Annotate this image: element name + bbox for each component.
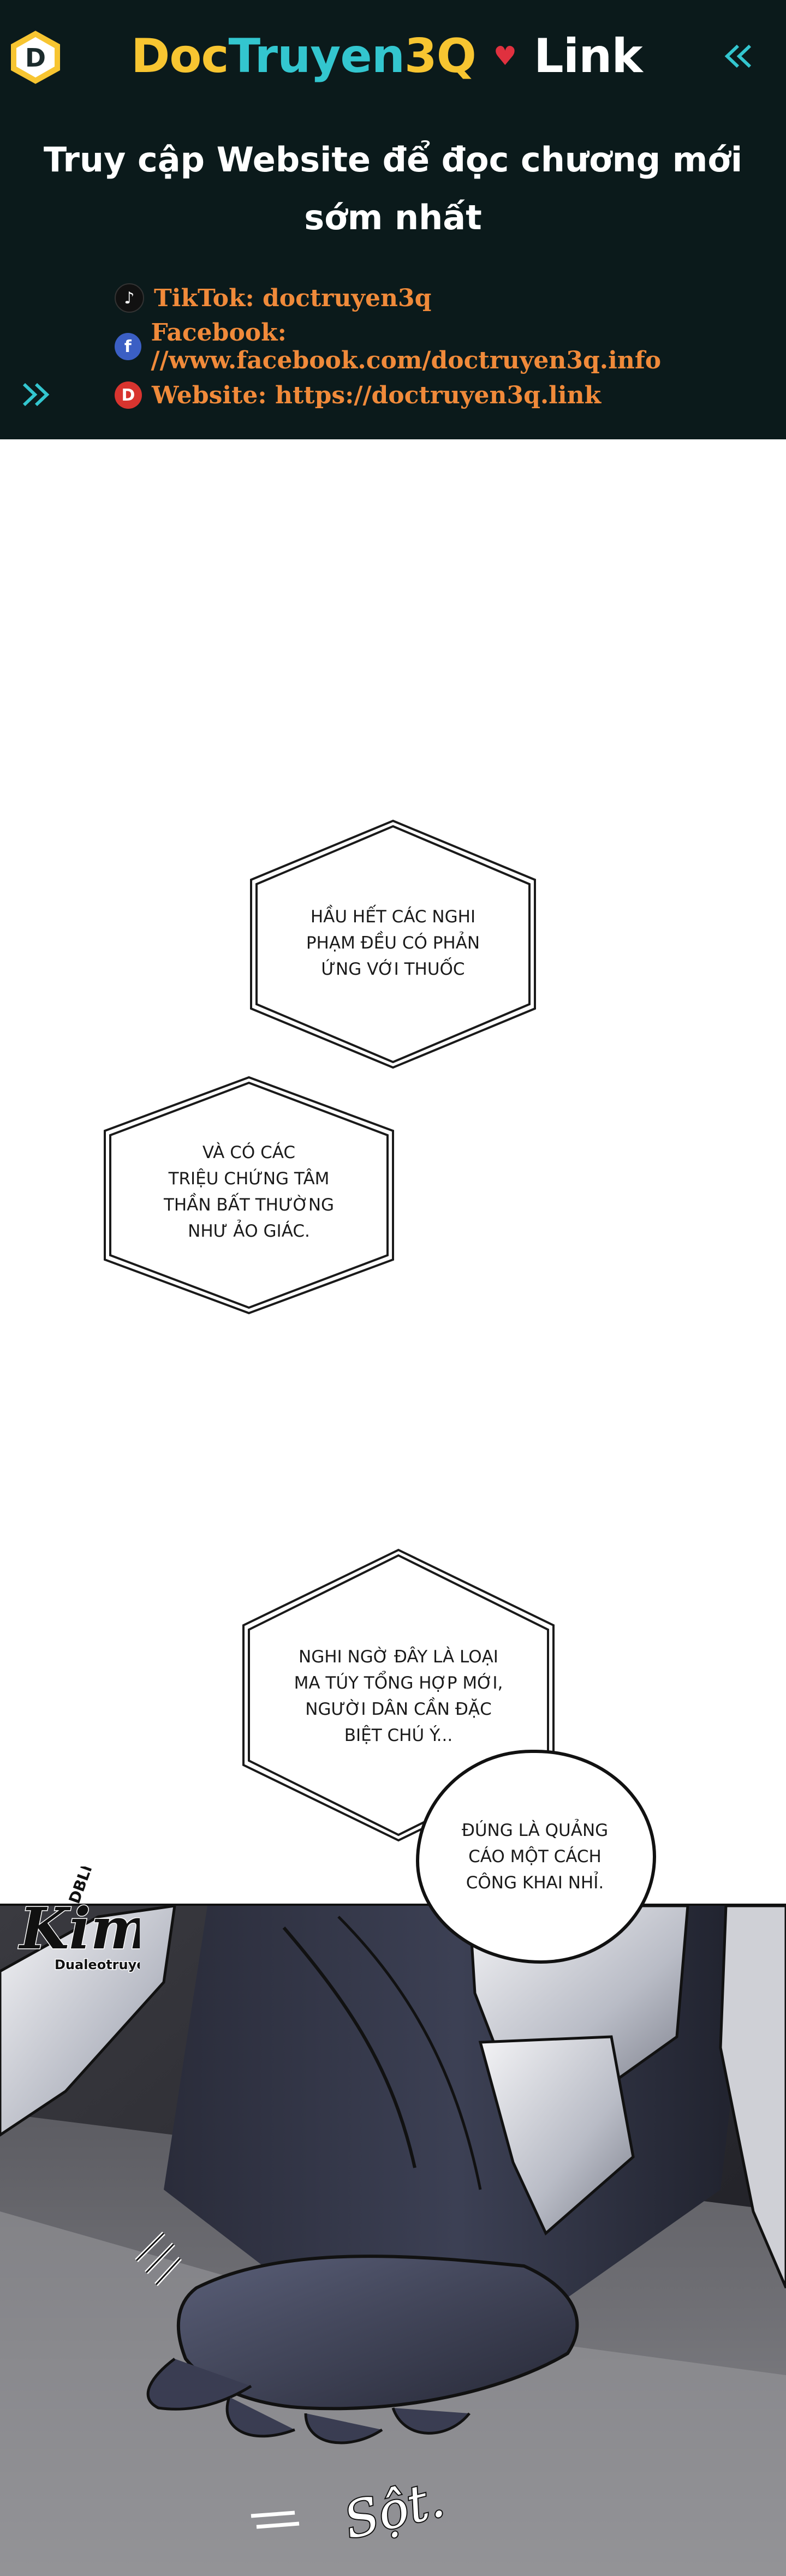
double-chevron-right-icon[interactable] (17, 381, 56, 408)
bubble-4-line-2: CÁO MỘT CÁCH (468, 1847, 602, 1867)
double-chevron-left-icon[interactable] (719, 43, 758, 70)
brand-part-doc: Doc (131, 29, 229, 84)
bubble-3-line-2: MA TÚY TỔNG HỢP MỚI, (294, 1673, 503, 1693)
bubble-2-line-2: TRIỆU CHỨNG TÂM (168, 1169, 330, 1189)
brand-part-link: Link (533, 29, 643, 84)
contact-tiktok[interactable]: ♪ TikTok: doctruyen3q (115, 281, 431, 315)
contact-tiktok-text: TikTok: doctruyen3q (154, 284, 432, 312)
bubble-4-text: ĐÚNG LÀ QUẢNG CÁO MỘT CÁCH CÔNG KHAI NHỈ… (431, 1817, 639, 1896)
contact-website[interactable]: D Website: https://doctruyen3q.link (115, 378, 601, 413)
bubble-4-line-1: ĐÚNG LÀ QUẢNG (461, 1821, 609, 1840)
bubble-3-line-4: BIỆT CHÚ Ý... (344, 1726, 453, 1745)
bubble-4-line-3: CÔNG KHAI NHỈ. (466, 1873, 604, 1893)
bubble-1-line-1: HẦU HẾT CÁC NGHI (310, 907, 476, 927)
panel-illustration: Sột. (0, 1906, 786, 2576)
svg-text:D: D (25, 43, 46, 73)
contact-website-text: Website: https://doctruyen3q.link (152, 381, 602, 409)
bubble-2-line-4: NHƯ ẢO GIÁC. (188, 1221, 310, 1241)
bubble-3-text: NGHI NGỜ ĐÂY LÀ LOẠI MA TÚY TỔNG HỢP MỚI… (278, 1644, 519, 1749)
heart-icon: ♥ (493, 41, 517, 71)
scanlator-signature-logo: DBLN Kim Dualeotruyen (17, 1867, 140, 1973)
svg-text:Dualeotruyen: Dualeotruyen (55, 1957, 140, 1972)
contact-facebook[interactable]: f Facebook: //www.facebook.com/doctruyen… (115, 319, 786, 374)
svg-text:Kim: Kim (18, 1895, 140, 1962)
tagline-line-2: sớm nhất (304, 198, 482, 237)
bubble-1-line-2: PHẠM ĐỀU CÓ PHẢN (306, 933, 480, 953)
brand-part-truyen: Truyen (228, 29, 404, 84)
round-speech-bubble (416, 1750, 656, 1964)
hexagon-bubble-2 (104, 1076, 394, 1315)
contact-facebook-text: Facebook: //www.facebook.com/doctruyen3q… (151, 319, 662, 374)
bubble-2-line-3: THẦN BẤT THƯỜNG (163, 1195, 335, 1215)
bubble-1-line-3: ỨNG VỚI THUỐC (321, 959, 465, 979)
hexagon-bubble-1 (250, 819, 536, 1069)
bubble-2-line-1: VÀ CÓ CÁC (202, 1143, 296, 1162)
facebook-icon: f (115, 333, 141, 360)
bubble-1-text: HẦU HẾT CÁC NGHI PHẠM ĐỀU CÓ PHẢN ỨNG VỚ… (284, 904, 502, 982)
bubble-2-text: VÀ CÓ CÁC TRIỆU CHỨNG TÂM THẦN BẤT THƯỜN… (140, 1140, 358, 1244)
site-logo-badge: D (9, 28, 62, 87)
website-icon: D (115, 381, 142, 409)
hexagon-bubble-3 (242, 1548, 555, 1842)
tiktok-icon: ♪ (115, 283, 144, 313)
banner-tagline: Truy cập Website để đọc chương mới sớm n… (33, 131, 753, 247)
tagline-line-1: Truy cập Website để đọc chương mới (43, 140, 743, 180)
comic-panel-art: Sột. (0, 1904, 786, 2576)
bubble-3-line-1: NGHI NGỜ ĐÂY LÀ LOẠI (299, 1647, 498, 1667)
bubble-3-line-3: NGƯỜI DÂN CẦN ĐẶC (305, 1700, 492, 1719)
brand-part-3q: 3Q (404, 29, 477, 84)
